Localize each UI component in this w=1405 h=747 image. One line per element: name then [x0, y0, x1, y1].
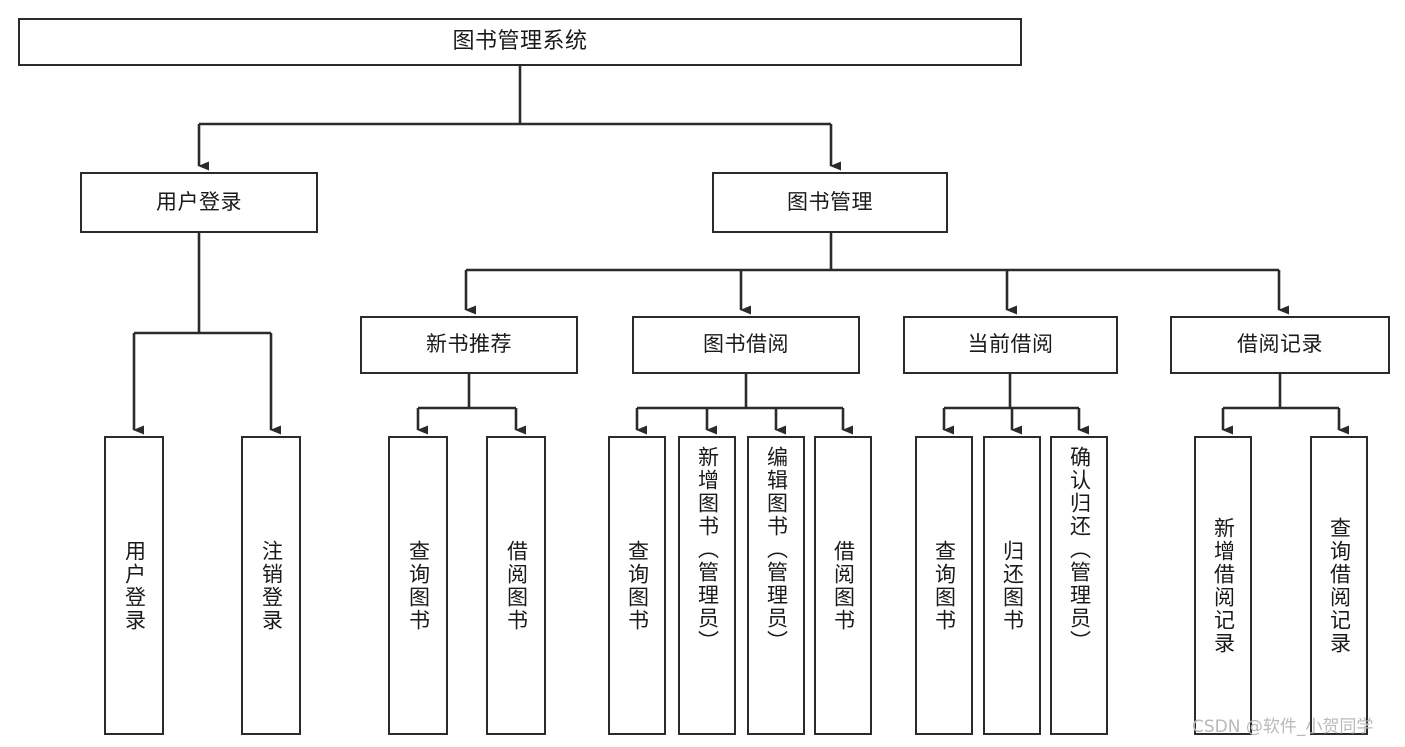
node-book-management-label: 图书管理 [787, 189, 873, 214]
leaf-confirm-return-admin-label: 确认归还（管理员） [1067, 446, 1092, 653]
node-book-borrow[interactable]: 图书借阅 [632, 316, 860, 374]
edges-current-borrow-to-leaves [942, 374, 1089, 435]
edges-root-to-level1 [197, 66, 841, 171]
leaf-query-book-recommend[interactable]: 查询图书 [388, 436, 448, 735]
watermark: CSDN @软件_小贺同学 [1192, 717, 1374, 737]
leaf-add-borrow-record[interactable]: 新增借阅记录 [1194, 436, 1252, 735]
leaf-query-book-current[interactable]: 查询图书 [915, 436, 973, 735]
leaf-user-logout[interactable]: 注销登录 [241, 436, 301, 735]
edges-records-to-leaves [1221, 374, 1349, 435]
node-root-system[interactable]: 图书管理系统 [18, 18, 1022, 66]
leaf-return-book[interactable]: 归还图书 [983, 436, 1041, 735]
node-user-login-label: 用户登录 [156, 189, 242, 214]
leaf-borrow-book-recommend[interactable]: 借阅图书 [486, 436, 546, 735]
leaf-add-book-admin[interactable]: 新增图书（管理员） [678, 436, 736, 735]
edges-user-login-to-leaves [132, 233, 281, 435]
leaf-query-book-borrow[interactable]: 查询图书 [608, 436, 666, 735]
edges-borrow-to-leaves [635, 374, 853, 435]
node-book-borrow-label: 图书借阅 [703, 332, 789, 357]
node-new-book-recommend[interactable]: 新书推荐 [360, 316, 578, 374]
edges-new-book-to-leaves [416, 374, 526, 435]
node-book-management[interactable]: 图书管理 [712, 172, 948, 233]
leaf-query-book-recommend-label: 查询图书 [406, 539, 431, 632]
leaf-query-book-borrow-label: 查询图书 [625, 539, 650, 632]
edges-book-mgmt-to-level2 [464, 233, 1289, 315]
leaf-add-borrow-record-label: 新增借阅记录 [1211, 516, 1236, 655]
leaf-user-logout-label: 注销登录 [259, 539, 284, 632]
leaf-borrow-book-recommend-label: 借阅图书 [504, 539, 529, 632]
leaf-confirm-return-admin[interactable]: 确认归还（管理员） [1050, 436, 1108, 735]
leaf-query-borrow-record[interactable]: 查询借阅记录 [1310, 436, 1368, 735]
leaf-edit-book-admin[interactable]: 编辑图书（管理员） [747, 436, 805, 735]
node-root-label: 图书管理系统 [452, 28, 588, 54]
leaf-return-book-label: 归还图书 [1000, 539, 1025, 632]
leaf-borrow-book-label: 借阅图书 [831, 539, 856, 632]
node-new-book-recommend-label: 新书推荐 [426, 332, 512, 357]
node-current-borrow-label: 当前借阅 [967, 332, 1054, 357]
leaf-edit-book-admin-label: 编辑图书（管理员） [764, 446, 789, 653]
node-borrow-records-label: 借阅记录 [1237, 332, 1323, 357]
leaf-user-login-label: 用户登录 [122, 539, 147, 632]
node-current-borrow[interactable]: 当前借阅 [903, 316, 1118, 374]
leaf-query-borrow-record-label: 查询借阅记录 [1327, 516, 1352, 655]
leaf-user-login[interactable]: 用户登录 [104, 436, 164, 735]
node-user-login[interactable]: 用户登录 [80, 172, 318, 233]
leaf-add-book-admin-label: 新增图书（管理员） [695, 446, 720, 653]
leaf-borrow-book[interactable]: 借阅图书 [814, 436, 872, 735]
node-borrow-records[interactable]: 借阅记录 [1170, 316, 1390, 374]
leaf-query-book-current-label: 查询图书 [932, 539, 957, 632]
